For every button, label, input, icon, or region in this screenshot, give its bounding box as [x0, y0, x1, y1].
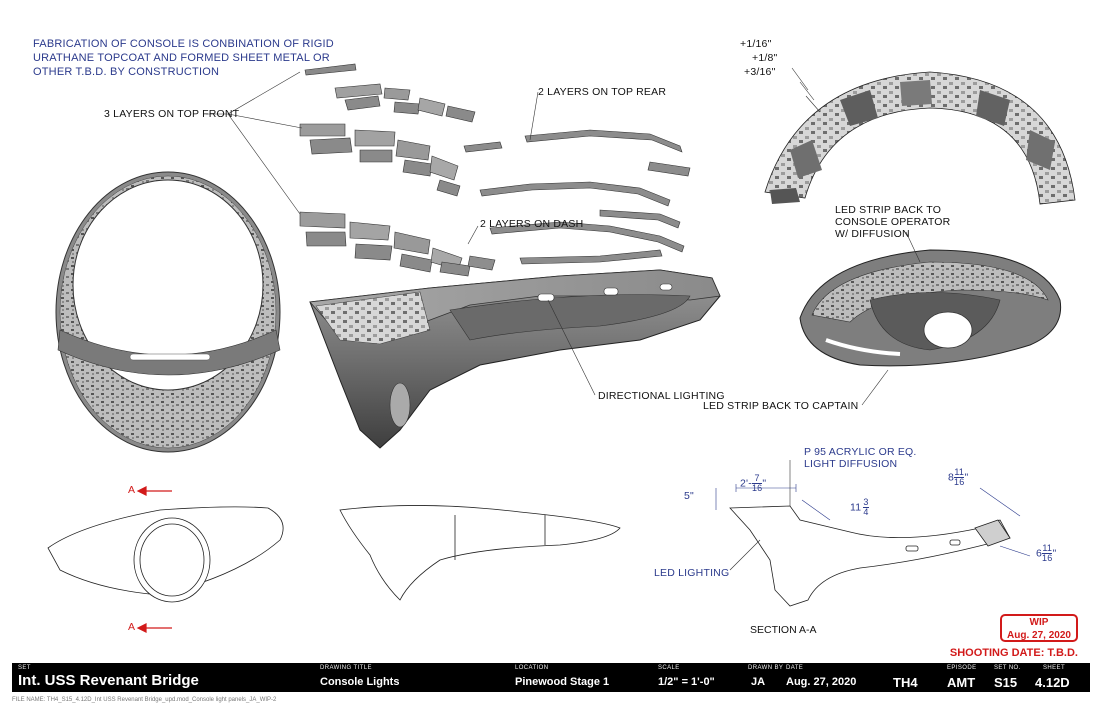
- fabrication-note-line: OTHER T.B.D. BY CONSTRUCTION: [33, 66, 220, 78]
- drawn-by-value: JA: [751, 676, 766, 688]
- set-label: SET: [18, 665, 31, 671]
- layer-offset: +3/16": [744, 66, 776, 78]
- layer-offset: +1/16": [740, 38, 772, 50]
- dimension-end-width-inch: ": [1052, 547, 1057, 560]
- technical-drawing: [47, 63, 1076, 633]
- set-no-label: SET NO.: [994, 665, 1021, 671]
- callout-acrylic: P 95 ACRYLIC OR EQ. LIGHT DIFFUSION: [804, 446, 917, 470]
- callout-top-front: 3 LAYERS ON TOP FRONT: [104, 108, 240, 120]
- callout-top-rear: 2 LAYERS ON TOP REAR: [538, 86, 667, 98]
- section-marker-bottom: A: [128, 621, 136, 633]
- dimension-end-width-whole: 6: [1036, 547, 1043, 560]
- callout-led-operator-line: LED STRIP BACK TO: [835, 204, 942, 216]
- title-block: SET Int. USS Revenant Bridge DRAWING TIT…: [12, 663, 1090, 692]
- episode-label: EPISODE: [947, 665, 977, 671]
- fabrication-note-line: URATHANE TOPCOAT AND FORMED SHEET METAL …: [33, 52, 330, 64]
- location-label: LOCATION: [515, 665, 549, 671]
- console-top-view: [55, 171, 281, 453]
- exploded-panel-layers: [299, 63, 496, 277]
- callout-directional-lighting: DIRECTIONAL LIGHTING: [598, 390, 725, 402]
- sheet-value: 4.12D: [1035, 675, 1070, 690]
- callout-acrylic-line: P 95 ACRYLIC OR EQ.: [804, 446, 917, 458]
- callout-led-operator-line: W/ DIFFUSION: [835, 228, 910, 240]
- dimension-end-height-inch: ": [964, 471, 969, 484]
- callout-led-captain: LED STRIP BACK TO CAPTAIN: [703, 400, 859, 412]
- callout-led-lighting: LED LIGHTING: [654, 567, 730, 579]
- layer-offset: +1/8": [752, 52, 778, 64]
- callout-dash: 2 LAYERS ON DASH: [480, 218, 584, 230]
- th-value: TH4: [893, 675, 918, 690]
- console-perspective-view: [309, 269, 721, 449]
- shooting-date: SHOOTING DATE: T.B.D.: [949, 647, 1078, 659]
- date-label: DATE: [786, 665, 804, 671]
- wip-label: WIP: [1029, 617, 1049, 628]
- dimension-end-width-den: 16: [1042, 553, 1053, 563]
- callout-acrylic-line: LIGHT DIFFUSION: [804, 458, 898, 470]
- dimension-end-height-num: 11: [954, 467, 965, 478]
- console-rear-perspective: [799, 249, 1062, 367]
- console-side-views: [47, 505, 621, 603]
- section-label: SECTION A-A: [750, 624, 817, 636]
- dimension-depth-num: 3: [863, 497, 869, 508]
- dimension-depth-den: 4: [863, 507, 869, 517]
- section-marker-top: A: [128, 484, 136, 496]
- callout-led-operator-line: CONSOLE OPERATOR: [835, 216, 951, 228]
- dimension-width-feet: 2'-: [740, 477, 752, 490]
- scale-value: 1/2" = 1'-0": [658, 676, 715, 688]
- wip-stamp: WIP Aug. 27, 2020: [1000, 614, 1078, 642]
- section-arrows: [136, 486, 172, 633]
- dimension-end-width-num: 11: [1042, 543, 1053, 554]
- drawing-title-label: DRAWING TITLE: [320, 665, 372, 671]
- wip-date: Aug. 27, 2020: [1007, 630, 1071, 641]
- dimension-lines: [715, 484, 1031, 557]
- drawing-title-value: Console Lights: [320, 676, 400, 688]
- date-value: Aug. 27, 2020: [786, 676, 857, 688]
- fabrication-note-line: FABRICATION OF CONSOLE IS CONBINATION OF…: [33, 38, 334, 50]
- callout-led-operator: LED STRIP BACK TO CONSOLE OPERATOR W/ DI…: [835, 204, 950, 240]
- arc-panel-layout: [764, 71, 1076, 205]
- drawn-by-label: DRAWN BY: [748, 665, 784, 671]
- rear-panel-rings: [463, 129, 691, 265]
- dimension-depth-whole: 11: [850, 501, 862, 514]
- section-view: [729, 505, 1011, 607]
- dimension-width-inch: ": [762, 477, 767, 490]
- set-value: Int. USS Revenant Bridge: [18, 672, 199, 689]
- fabrication-note: FABRICATION OF CONSOLE IS CONBINATION OF…: [33, 37, 363, 79]
- dimension-end-height-whole: 8: [948, 471, 955, 484]
- scale-label: SCALE: [658, 665, 680, 671]
- location-value: Pinewood Stage 1: [515, 676, 610, 688]
- set-no-value: S15: [994, 675, 1018, 690]
- sheet-label: SHEET: [1043, 665, 1066, 671]
- dimension-width-den: 16: [751, 483, 763, 493]
- leader-lines: [206, 67, 921, 571]
- episode-value: AMT: [947, 675, 976, 690]
- dimension-end-height-den: 16: [954, 477, 965, 487]
- file-name: FILE NAME: TH4_S15_4.12D_Int USS Revenan…: [12, 697, 277, 703]
- dimension-height: 5": [684, 490, 694, 502]
- dimension-width-num: 7: [751, 474, 763, 484]
